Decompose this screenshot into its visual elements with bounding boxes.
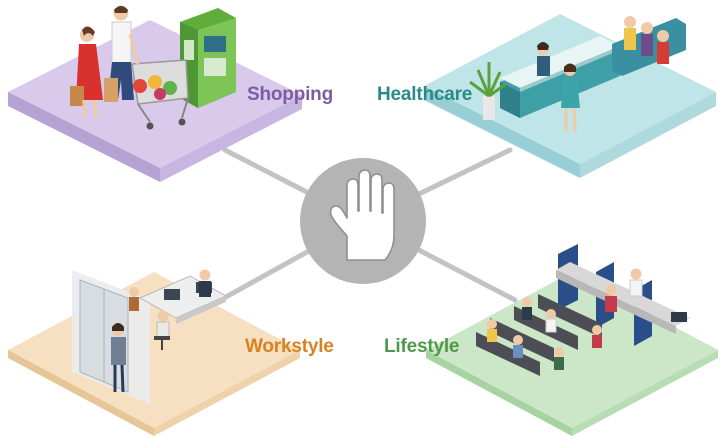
shopping-tile bbox=[8, 5, 302, 182]
label-lifestyle: Lifestyle bbox=[384, 336, 460, 357]
potted-plant bbox=[469, 62, 507, 120]
label-healthcare: Healthcare bbox=[377, 84, 473, 105]
label-workstyle: Workstyle bbox=[245, 336, 334, 357]
shoppers bbox=[70, 5, 140, 119]
label-shopping: Shopping bbox=[247, 84, 333, 105]
atm-machine bbox=[180, 8, 236, 108]
lifestyle-tile bbox=[426, 244, 718, 436]
receptionist bbox=[537, 42, 550, 76]
service-booths bbox=[556, 244, 690, 346]
waiting-customers bbox=[487, 297, 602, 370]
visitor bbox=[561, 63, 580, 133]
healthcare-tile bbox=[424, 14, 716, 178]
raised-palm-hand-icon bbox=[329, 169, 395, 261]
workstyle-tile bbox=[8, 269, 300, 436]
office-workers bbox=[129, 269, 211, 350]
employee-at-door bbox=[111, 323, 126, 393]
waiting-area bbox=[612, 16, 686, 76]
hub bbox=[300, 158, 426, 284]
shopping-cart bbox=[131, 59, 189, 130]
